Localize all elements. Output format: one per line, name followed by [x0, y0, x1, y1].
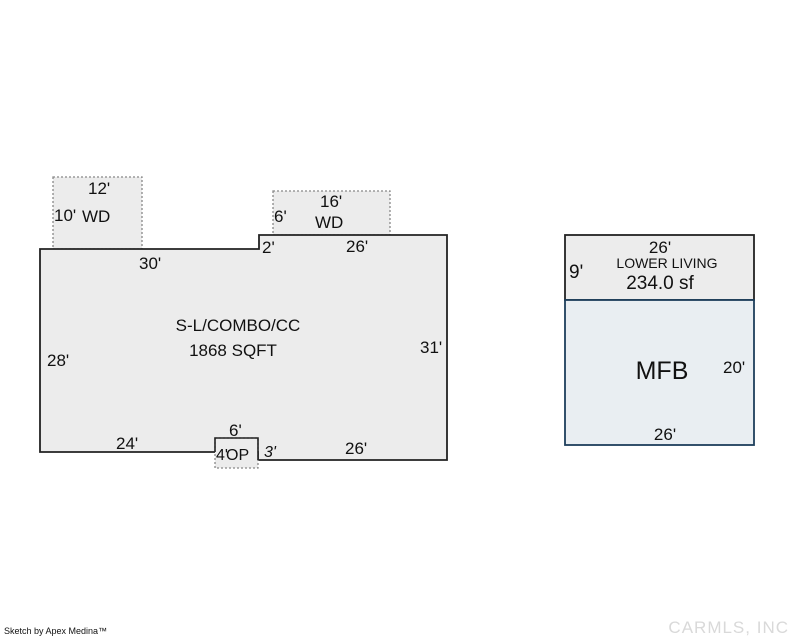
lower-depth: 9' [569, 262, 583, 283]
mfb-width: 26' [654, 425, 676, 444]
porch-width: 6' [229, 421, 242, 440]
left-deck [52, 176, 143, 250]
right-deck-depth: 6' [274, 207, 287, 226]
lower-living-area [564, 234, 755, 301]
left-deck-label: WD [82, 207, 110, 226]
main-top-right-dim: 26' [346, 237, 368, 256]
mfb-area [564, 299, 755, 446]
right-deck [272, 190, 391, 236]
watermark: CARMLS, INC [668, 618, 789, 637]
left-deck-width: 12' [88, 179, 110, 198]
porch-depth: 4' [216, 447, 228, 464]
mfb-label: MFB [636, 357, 689, 385]
lower-width: 26' [649, 238, 671, 257]
main-step-dim: 2' [262, 238, 275, 257]
sketch-credit: Sketch by Apex Medina™ [4, 626, 108, 636]
main-left-dim: 28' [47, 351, 69, 370]
porch-label: OP [226, 447, 249, 464]
main-house-outline [39, 234, 448, 461]
main-right-dim: 31' [420, 338, 442, 357]
main-bottom-right-dim: 26' [345, 439, 367, 458]
open-porch-solid-edge [214, 437, 259, 460]
lower-area: 234.0 sf [626, 273, 694, 294]
main-top-left-dim: 30' [139, 254, 161, 273]
main-title: S-L/COMBO/CC [176, 316, 301, 335]
lower-label: LOWER LIVING [616, 255, 717, 271]
right-deck-label: WD [315, 213, 343, 232]
main-notch-dim: 3' [264, 444, 277, 461]
left-deck-depth: 10' [54, 206, 76, 225]
mfb-depth: 20' [723, 358, 745, 377]
main-area: 1868 SQFT [189, 341, 277, 360]
main-bottom-left-dim: 24' [116, 434, 138, 453]
right-deck-width: 16' [320, 192, 342, 211]
